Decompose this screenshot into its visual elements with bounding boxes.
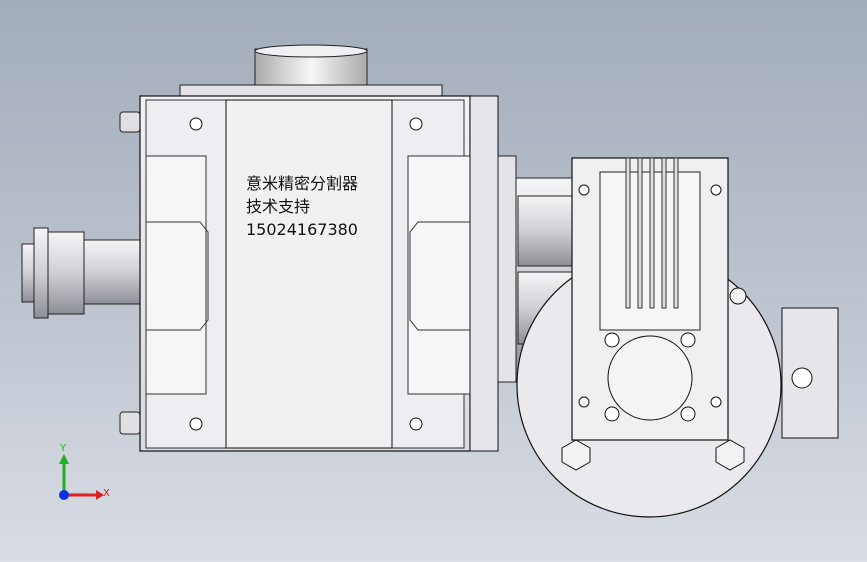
label-line-3: 15024167380 bbox=[246, 220, 358, 239]
input-shaft bbox=[21, 111, 143, 435]
z-axis-dot bbox=[59, 490, 69, 500]
motor-adapter bbox=[571, 157, 729, 441]
coordinate-triad bbox=[59, 454, 104, 500]
label-line-1: 意米精密分割器 bbox=[246, 174, 359, 193]
top-boss bbox=[179, 44, 443, 100]
x-axis-arrow bbox=[96, 490, 104, 500]
y-axis-label: Y bbox=[60, 443, 67, 454]
y-axis-arrow bbox=[59, 454, 69, 464]
model-text-label: 意米精密分割器 技术支持 15024167380 bbox=[246, 172, 358, 241]
x-axis-label: X bbox=[103, 488, 110, 499]
main-housing bbox=[139, 95, 499, 452]
label-line-2: 技术支持 bbox=[246, 197, 311, 216]
